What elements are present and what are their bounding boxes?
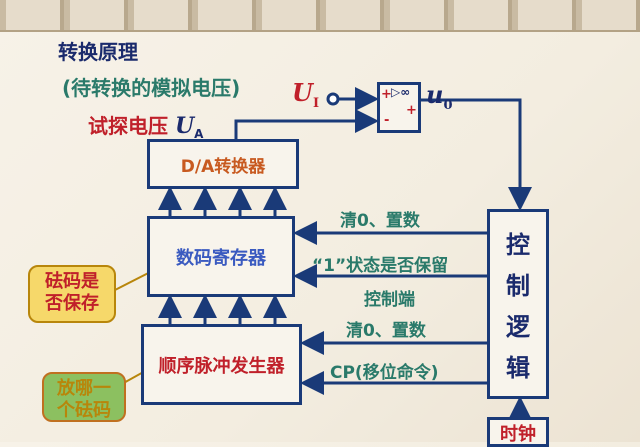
register-label: 数码寄存器 [176, 247, 266, 269]
uo-subscript: 0 [443, 97, 453, 113]
probe-text: 试探电压 [88, 114, 168, 138]
control-char: 逻 [506, 313, 530, 341]
opamp-icon: ▷∞ [391, 85, 411, 99]
input-terminal [326, 92, 340, 106]
callout-which-weight: 放哪一 个砝码 [42, 372, 126, 422]
clock-label: 时钟 [500, 424, 536, 445]
register-bus [158, 294, 287, 325]
uo-symbol: u [426, 80, 444, 109]
dac-bus [158, 186, 287, 217]
minus-input: - [384, 113, 390, 128]
register-box: 数码寄存器 [147, 216, 295, 297]
callout-line: 放哪一 [57, 378, 111, 399]
control-char: 制 [506, 272, 530, 300]
ui-subscript: I [312, 95, 320, 111]
signal-control-end: 控制端 [364, 290, 415, 310]
ui-symbol: U [292, 78, 313, 107]
control-logic-box: 控 制 逻 辑 [487, 209, 549, 399]
plus-input: + [381, 87, 392, 102]
control-char: 辑 [506, 354, 530, 382]
page-title: 转换原理 [58, 40, 138, 64]
clock-box: 时钟 [487, 417, 549, 447]
uo-wire [420, 98, 532, 211]
out-plus: + [406, 103, 417, 118]
callout-line: 个砝码 [57, 400, 111, 421]
control-char: 控 [506, 231, 530, 259]
ua-subscript: A [194, 127, 204, 141]
probe-voltage-label: 试探电压 UA [88, 110, 203, 141]
uo-label: u0 [426, 80, 453, 113]
ua-symbol: U [174, 113, 195, 139]
signal-cp: CP(移位命令) [330, 363, 439, 383]
pulse-generator-label: 顺序脉冲发生器 [158, 355, 285, 377]
ua-wire [234, 109, 379, 140]
pulse-generator-box: 顺序脉冲发生器 [141, 324, 302, 405]
comparator: + ▷∞ + - [377, 82, 421, 133]
signal-clear-set-pulse: 清0、置数 [346, 321, 426, 341]
input-voltage-label: (待转换的模拟电压) [62, 76, 241, 100]
callout-line: 砝码是 [45, 271, 99, 292]
dac-box: D/A转换器 [147, 139, 299, 189]
signal-keep-state: “1”状态是否保留 [312, 256, 449, 276]
ui-label: UI [292, 78, 319, 111]
decorative-border [0, 0, 640, 32]
callout-weight-saved: 砝码是 否保存 [28, 265, 116, 323]
callout-line: 否保存 [45, 293, 99, 314]
dac-label: D/A转换器 [180, 156, 266, 177]
signal-clear-set-register: 清0、置数 [340, 211, 420, 231]
